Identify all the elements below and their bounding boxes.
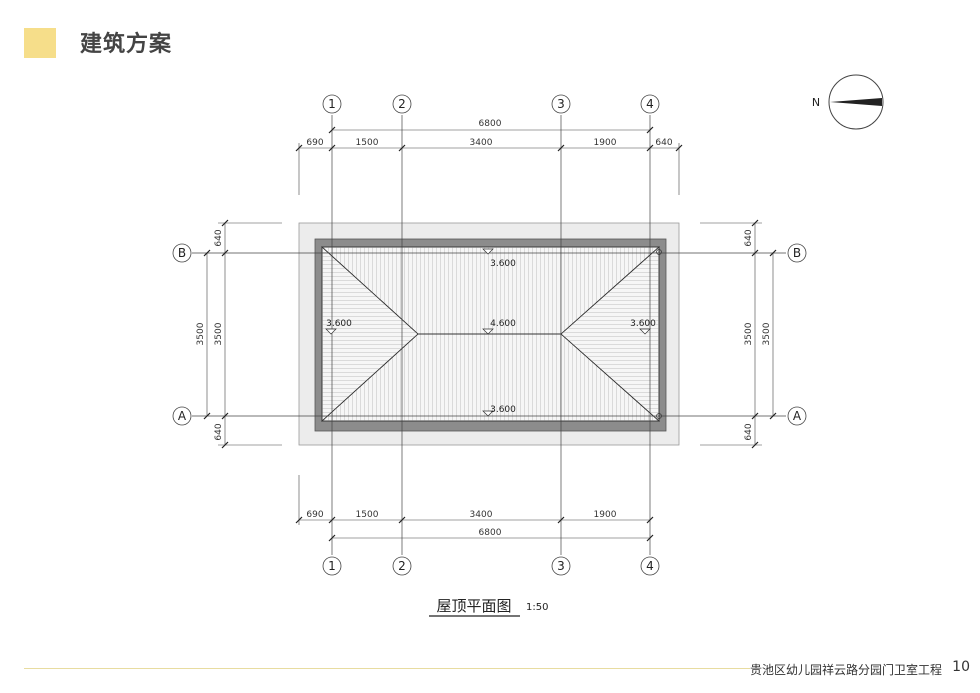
footer-divider <box>24 668 750 669</box>
grid-bubble-4-bottom <box>640 556 660 576</box>
grid-bubble-3-bottom <box>551 556 571 576</box>
grid-bubble-2-top <box>392 94 412 114</box>
dim-right-seg: 3500 <box>744 322 754 345</box>
grid-label-A: A <box>178 409 187 423</box>
dim-top-total: 6800 <box>479 119 502 129</box>
dim-left-seg: 640 <box>214 229 224 246</box>
elevation-ridge-center: 4.600 <box>490 319 516 329</box>
dim-right-seg: 640 <box>744 423 754 440</box>
grid-label-1: 1 <box>328 97 336 111</box>
dim-bottom-seg: 690 <box>306 510 323 520</box>
dim-right-total: 3500 <box>762 322 772 345</box>
roof-slope-right <box>560 246 660 422</box>
drawing-scale: 1:50 <box>526 602 548 613</box>
grid-bubble-3-top <box>551 94 571 114</box>
grid-label-2: 2 <box>398 559 406 573</box>
grid-label-4: 4 <box>646 97 654 111</box>
elevation-ridge-bottom: 3.600 <box>490 405 516 415</box>
elevation-marker-icon <box>639 328 651 335</box>
grid-bubble-2-bottom <box>392 556 412 576</box>
grid-label-B: B <box>793 246 801 260</box>
footer-project-name: 贵池区幼儿园祥云路分园门卫室工程 <box>749 663 942 677</box>
roof-slope-left <box>321 246 419 422</box>
grid-bubble-A-right <box>787 406 807 426</box>
dim-top-seg: 1900 <box>594 138 617 148</box>
dim-bottom-seg: 3400 <box>470 510 493 520</box>
dim-bottom-total: 6800 <box>479 528 502 538</box>
drawing-title: 屋顶平面图 <box>436 597 511 615</box>
grid-label-3: 3 <box>557 97 565 111</box>
grid-label-B: B <box>178 246 186 260</box>
page-title: 建筑方案 <box>80 32 173 57</box>
dim-top-seg: 1500 <box>356 138 379 148</box>
dim-left-seg: 640 <box>214 423 224 440</box>
elevation-marker-icon <box>482 410 494 417</box>
grid-bubble-B-right <box>787 243 807 263</box>
elevation-right: 3.600 <box>630 319 656 329</box>
grid-label-3: 3 <box>557 559 565 573</box>
elevation-marker-icon <box>482 248 494 255</box>
downpipe-icon <box>656 249 662 255</box>
grid-label-2: 2 <box>398 97 406 111</box>
grid-bubble-4-top <box>640 94 660 114</box>
grid-bubble-B-left <box>172 243 192 263</box>
elevation-left: 3.600 <box>326 319 352 329</box>
header-accent-block <box>24 28 56 58</box>
grid-bubble-1-top <box>322 94 342 114</box>
grid-bubble-1-bottom <box>322 556 342 576</box>
elevation-marker-icon <box>325 328 337 335</box>
page-number: 10 <box>952 659 970 675</box>
grid-bubble-A-left <box>172 406 192 426</box>
grid-label-1: 1 <box>328 559 336 573</box>
grid-label-4: 4 <box>646 559 654 573</box>
dim-bottom-seg: 1500 <box>356 510 379 520</box>
north-arrow-icon <box>828 74 884 130</box>
dim-left-total: 3500 <box>196 322 206 345</box>
dim-left-seg: 3500 <box>214 322 224 345</box>
grid-label-A: A <box>793 409 802 423</box>
dim-top-seg: 640 <box>655 138 672 148</box>
dim-bottom-seg: 1900 <box>594 510 617 520</box>
dim-top-seg: 690 <box>306 138 323 148</box>
dim-top-seg: 3400 <box>470 138 493 148</box>
elevation-ridge-top: 3.600 <box>490 259 516 269</box>
dim-right-seg: 640 <box>744 229 754 246</box>
elevation-marker-icon <box>482 328 494 335</box>
north-label: N <box>812 96 820 109</box>
